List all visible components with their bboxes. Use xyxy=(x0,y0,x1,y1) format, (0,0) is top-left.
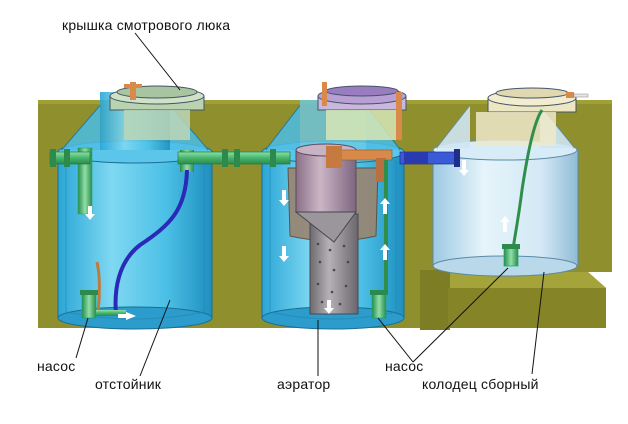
label-lid: крышка смотрового люка xyxy=(62,17,231,33)
arrow-down-icon xyxy=(279,190,289,206)
pipe-aerator-collector xyxy=(399,149,460,167)
arrow-up-icon xyxy=(500,216,510,232)
arrow-down-icon xyxy=(279,246,289,262)
lid-purple xyxy=(317,82,407,140)
arrow-up-icon xyxy=(380,198,390,214)
inlet-pipe xyxy=(49,149,91,167)
lid-cream xyxy=(476,87,589,146)
label-pump-left: насос xyxy=(37,358,76,374)
label-aerator: аэратор xyxy=(277,376,331,392)
lid-green xyxy=(109,82,205,140)
label-collector-well: колодец сборный xyxy=(422,376,539,392)
aerator-tank xyxy=(261,82,407,330)
label-settler: отстойник xyxy=(95,376,162,392)
arrow-up-icon xyxy=(380,244,390,260)
pump-left xyxy=(80,290,126,319)
arrow-down-icon xyxy=(324,300,334,314)
collector-well xyxy=(432,87,589,277)
label-pump-right: насос xyxy=(385,358,424,374)
aerator xyxy=(294,211,359,315)
arrow-right-icon xyxy=(126,312,136,320)
pipe-settler-aerator xyxy=(177,149,291,167)
leader-lines xyxy=(75,32,545,377)
pump-right xyxy=(370,160,388,319)
settler-tank xyxy=(57,82,213,330)
arrow-down-icon xyxy=(459,160,469,176)
arrow-down-icon xyxy=(85,206,95,220)
